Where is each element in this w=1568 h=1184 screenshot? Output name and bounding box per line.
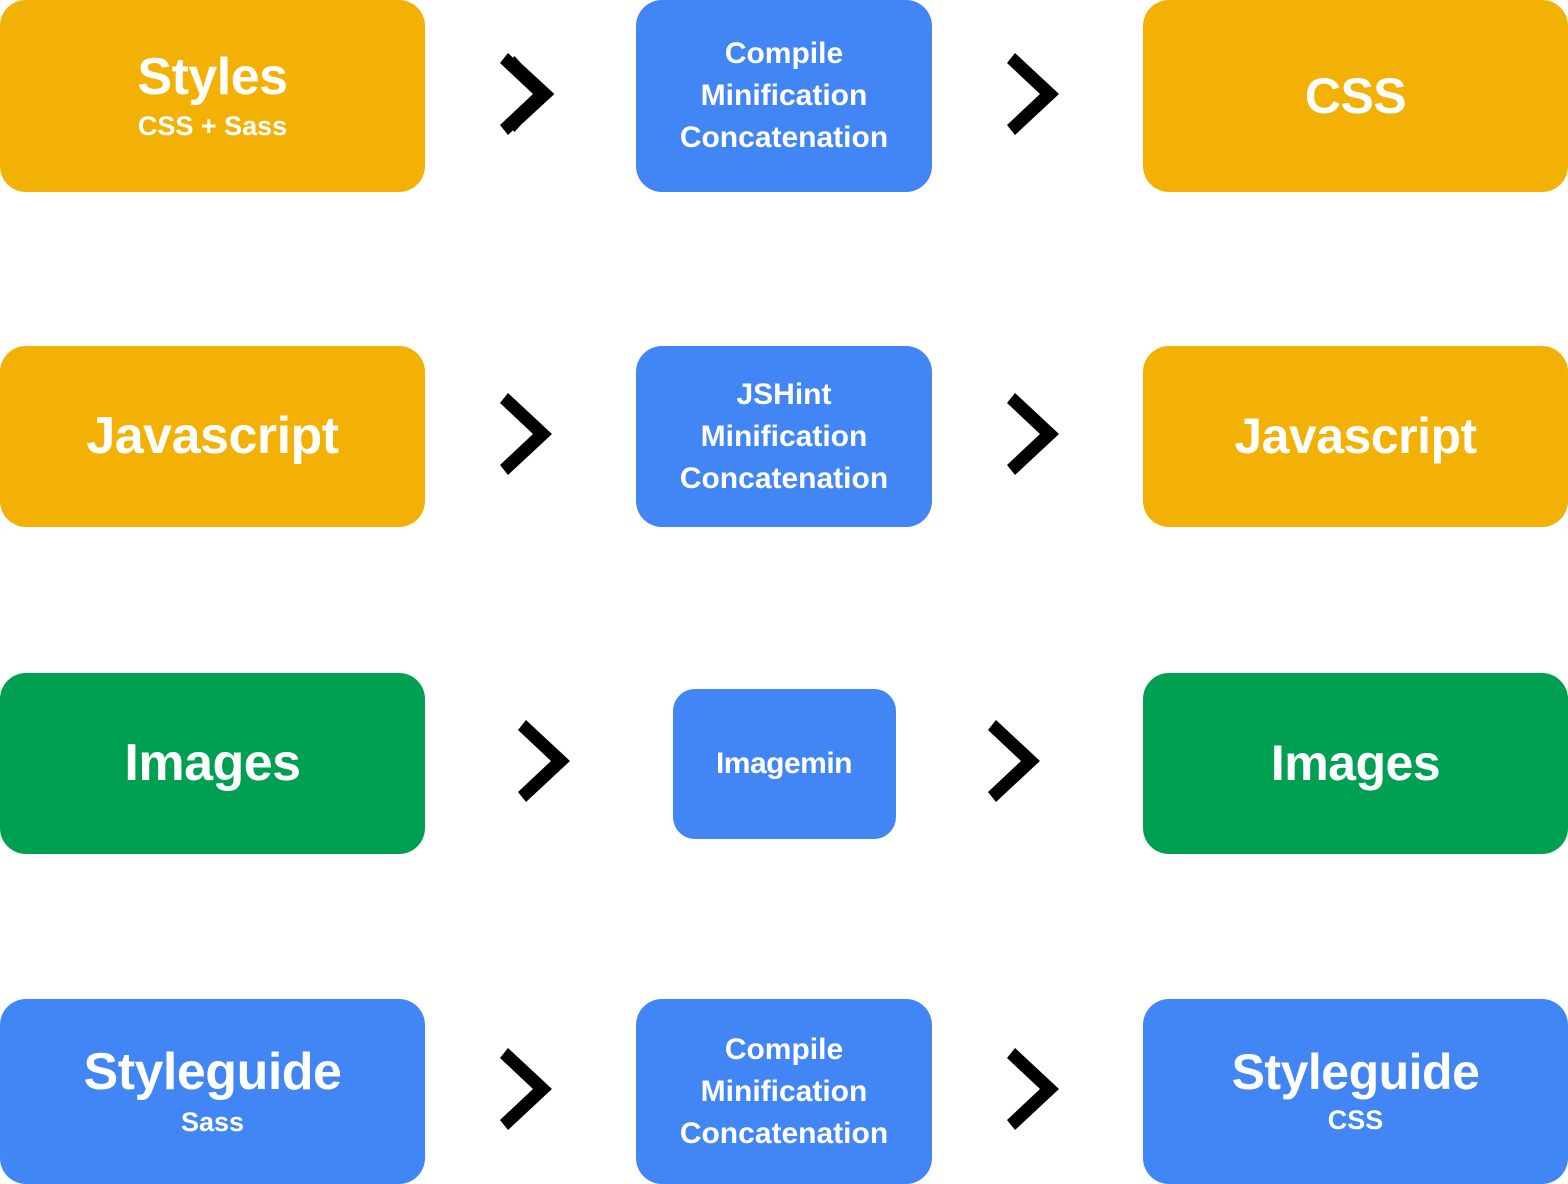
node-output-images[interactable]: Images — [1143, 673, 1568, 854]
process-line-2: Minification — [700, 1074, 868, 1108]
connector-javascript-2 — [932, 346, 1143, 527]
node-process-styles[interactable]: Compile Minification Concatenation — [636, 0, 932, 192]
node-source-styleguide[interactable]: Styleguide Sass — [0, 999, 425, 1184]
node-source-images[interactable]: Images — [0, 673, 425, 854]
chevron-right-icon — [499, 51, 562, 142]
pipeline-row-styleguide: Styleguide Sass Compile Minification Con… — [0, 999, 1568, 1184]
node-source-javascript[interactable]: Javascript — [0, 346, 425, 527]
process-line-2: Minification — [700, 79, 868, 112]
node-subtitle: CSS — [1327, 1105, 1384, 1136]
node-title: CSS — [1304, 67, 1407, 124]
node-title: Images — [124, 733, 301, 792]
chevron-right-icon — [1006, 1046, 1069, 1137]
connector-images-2 — [896, 673, 1144, 854]
pipeline-row-javascript: Javascript JSHint Minification Concatena… — [0, 346, 1568, 527]
process-line-1: Compile — [724, 1032, 844, 1066]
process-line-2: Minification — [700, 419, 868, 453]
process-line-3: Concatenation — [679, 1116, 889, 1150]
node-title: Styleguide — [83, 1043, 342, 1102]
chevron-right-icon — [499, 391, 562, 482]
connector-styleguide-2 — [932, 999, 1143, 1184]
chevron-right-icon — [1006, 391, 1069, 482]
node-process-styleguide[interactable]: Compile Minification Concatenation — [636, 999, 932, 1184]
connector-images-1 — [425, 673, 673, 854]
process-line-1: Imagemin — [715, 746, 853, 780]
process-line-1: Compile — [724, 37, 844, 70]
process-line-1: JSHint — [736, 377, 832, 411]
connector-styles-2 — [932, 0, 1143, 192]
node-output-styleguide[interactable]: Styleguide CSS — [1143, 999, 1568, 1184]
node-output-javascript[interactable]: Javascript — [1143, 346, 1568, 527]
chevron-right-icon — [517, 718, 580, 809]
node-subtitle: Sass — [180, 1106, 245, 1137]
node-process-javascript[interactable]: JSHint Minification Concatenation — [636, 346, 932, 527]
pipeline-row-images: Images Imagemin Images — [0, 673, 1568, 854]
node-title: Images — [1270, 735, 1441, 791]
node-title: Styles — [137, 47, 288, 106]
node-title: Styleguide — [1231, 1044, 1480, 1101]
connector-styles-1 — [425, 0, 636, 192]
process-line-3: Concatenation — [679, 461, 889, 495]
node-output-css[interactable]: CSS — [1143, 0, 1568, 192]
node-subtitle: CSS + Sass — [137, 111, 288, 142]
connector-javascript-1 — [425, 346, 636, 527]
process-line-3: Concatenation — [679, 121, 889, 154]
node-process-images[interactable]: Imagemin — [672, 688, 896, 839]
node-title: Javascript — [1234, 408, 1477, 464]
chevron-right-icon — [1006, 51, 1069, 142]
node-title: Javascript — [86, 406, 339, 465]
chevron-right-icon — [499, 1046, 562, 1137]
connector-styleguide-1 — [425, 999, 636, 1184]
chevron-right-icon — [988, 718, 1050, 809]
node-source-styles[interactable]: Styles CSS + Sass — [0, 0, 425, 192]
pipeline-row-styles: Styles CSS + Sass Compile Minification C… — [0, 0, 1568, 192]
